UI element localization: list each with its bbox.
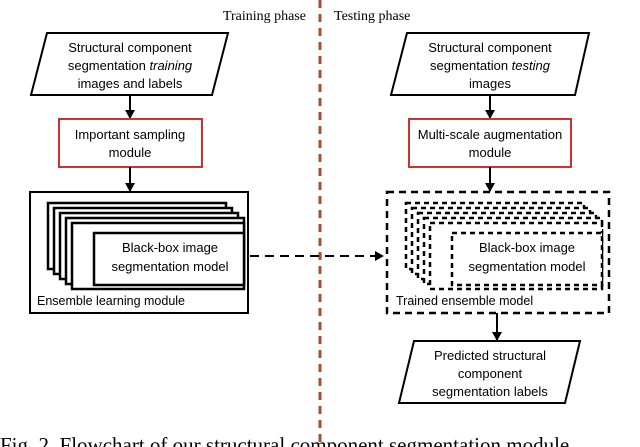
testing-model-line1: Black-box image [479,240,575,255]
sampling-module-line2: module [109,145,152,160]
sampling-module-box [58,118,203,168]
training-model-line2: segmentation model [111,259,228,274]
augmentation-module-line1: Multi-scale augmentation [418,127,563,142]
training-input-line2: segmentation training [68,58,193,73]
testing-output-line3: segmentation labels [432,384,548,399]
sampling-module-line1: Important sampling [75,127,186,142]
training-input-line3: images and labels [78,76,183,91]
testing-model-box [450,231,604,287]
testing-output-line1: Predicted structural [434,348,546,363]
testing-output-shape [397,340,582,404]
testing-input-line2: segmentation testing [430,58,551,73]
training-input-shape [29,32,230,96]
augmentation-module-box [408,118,572,168]
testing-input-shape [389,32,591,96]
training-model-box [92,231,246,287]
training-input-line1: Structural component [68,40,192,55]
testing-input-line1: Structural component [428,40,552,55]
testing-phase-label: Testing phase [334,9,410,24]
ensemble-learning-label: Ensemble learning module [37,294,185,308]
testing-input-line3: images [469,76,511,91]
trained-ensemble-label: Trained ensemble model [396,294,533,308]
augmentation-module-line2: module [469,145,512,160]
testing-model-line2: segmentation model [468,259,585,274]
testing-output-line2: component [458,366,523,381]
figure-caption: Fig. 2. Flowchart of our structural comp… [0,433,569,447]
training-model-line1: Black-box image [122,240,218,255]
training-phase-label: Training phase [223,9,306,24]
